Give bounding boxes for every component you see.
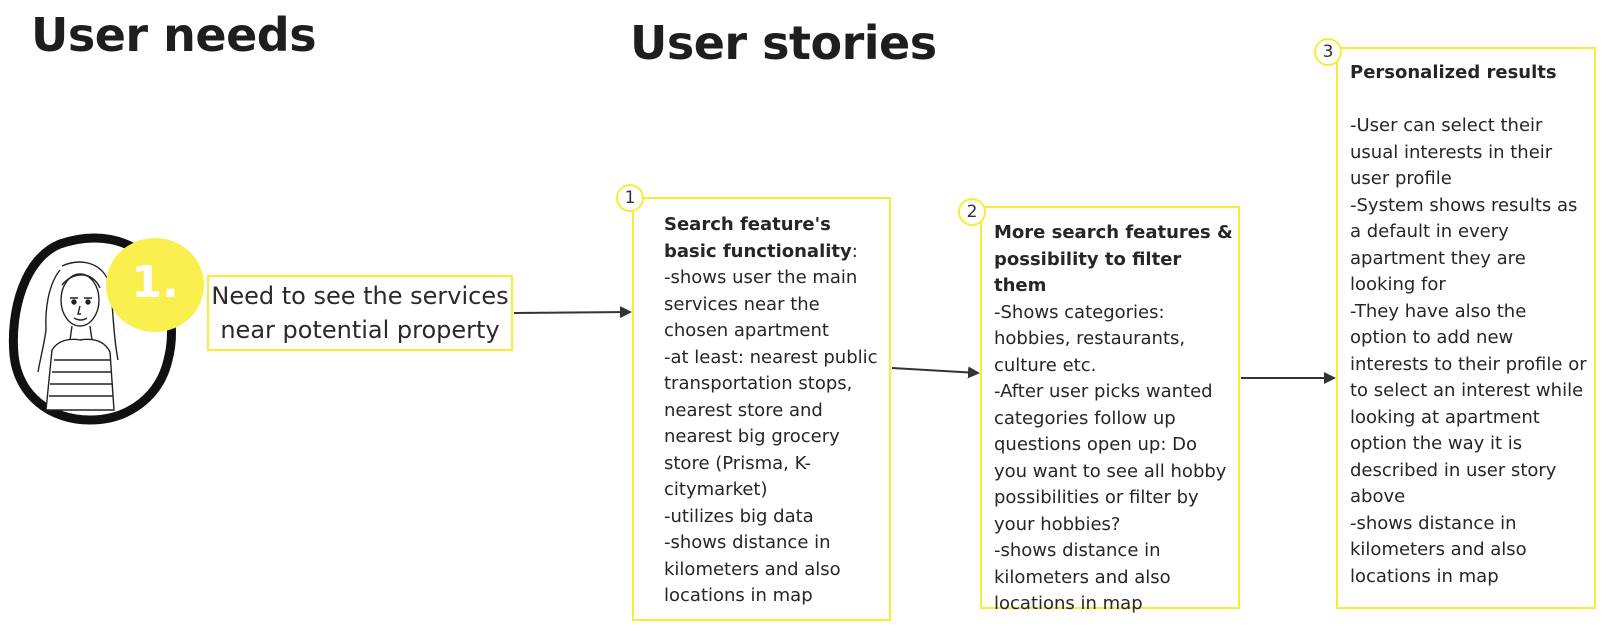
- arrow-story-1-to-story-2: [891, 366, 980, 379]
- story-text-2: More search features & possibility to fi…: [994, 220, 1234, 618]
- story-card-2: [980, 206, 1240, 609]
- story-body-3: -User can select their usual interests i…: [1350, 115, 1587, 587]
- story-body-1: -shows user the main services near the c…: [664, 267, 878, 606]
- story-text-1: Search feature's basic functionality: -s…: [664, 212, 886, 610]
- arrow-need-to-story-1: [513, 306, 632, 319]
- story-title-3: Personalized results: [1350, 62, 1557, 83]
- user-need-box: [207, 275, 513, 351]
- story-title-1: Search feature's basic functionality: [664, 214, 852, 262]
- story-text-3: Personalized results -User can select th…: [1350, 60, 1588, 590]
- story-title-2: More search features & possibility to fi…: [994, 222, 1233, 296]
- story-title-suffix-1: :: [851, 240, 858, 262]
- user-stories-heading: User stories: [630, 16, 937, 70]
- persona-number: 1.: [131, 257, 179, 308]
- story-body-2: -Shows categories: hobbies, restaurants,…: [994, 301, 1227, 615]
- user-need-text: Need to see the services near potential …: [211, 282, 509, 344]
- story-card-1: [632, 197, 891, 621]
- story-card-3: [1336, 47, 1596, 609]
- story-number-badge-3: 3: [1314, 38, 1342, 66]
- story-number-badge-2: 2: [958, 198, 986, 226]
- story-number-badge-1: 1: [616, 184, 644, 212]
- persona-number-badge: [106, 238, 204, 332]
- user-needs-heading: User needs: [31, 8, 317, 62]
